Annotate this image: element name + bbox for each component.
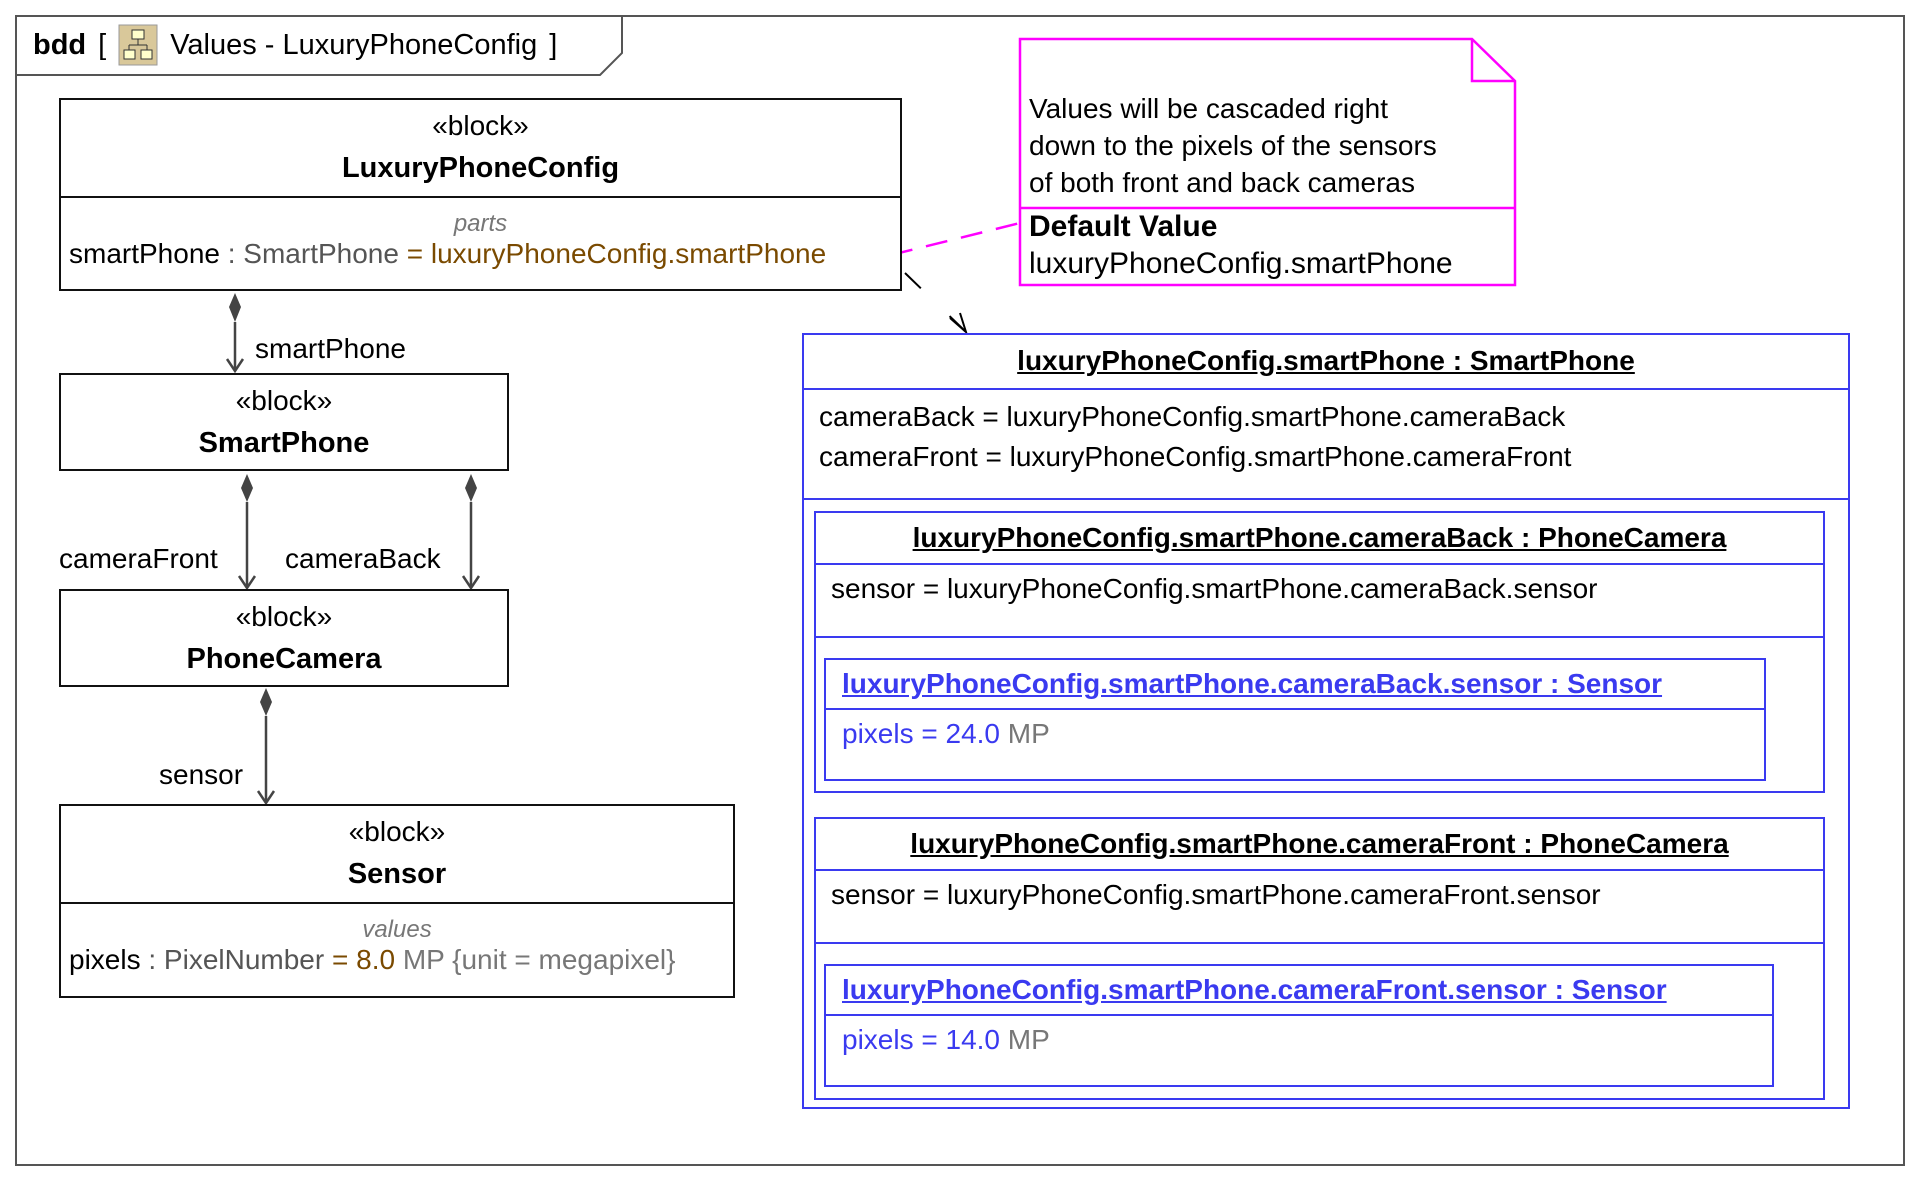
arrowhead [225,358,245,374]
instance-camerafront[interactable]: luxuryPhoneConfig.smartPhone.cameraFront… [814,817,1825,1100]
compartment-label: values [362,916,432,943]
divider [816,636,1823,638]
slot-pixels[interactable]: pixels = 14.0 MP [842,1024,1050,1055]
role-camerafront: cameraFront [59,543,218,574]
divider [826,1014,1772,1016]
note-border [1018,37,1517,287]
divider [61,196,900,198]
stereotype: «block» [432,110,529,141]
note-anchor [890,221,1021,257]
diagram-kind: bdd [33,28,87,61]
slot-sensor[interactable]: sensor = luxuryPhoneConfig.smartPhone.ca… [831,879,1601,910]
role-sensor: sensor [159,759,244,790]
stereotype: «block» [348,816,446,847]
note-fold [1470,39,1515,83]
slot-camerafront[interactable]: cameraFront = luxuryPhoneConfig.smartPho… [819,441,1572,472]
slot-pixels[interactable]: pixels = 24.0 MP [842,718,1050,749]
instance-title[interactable]: luxuryPhoneConfig.smartPhone.cameraFront… [842,974,1667,1005]
stereotype: «block» [235,601,333,632]
role-cameraback: cameraBack [285,543,441,574]
diamond-icon [465,474,477,502]
divider [804,388,1848,390]
instance-cameraback-sensor[interactable]: luxuryPhoneConfig.smartPhone.cameraBack.… [824,658,1766,781]
note-section-value: luxuryPhoneConfig.smartPhone [1029,247,1453,280]
divider [816,563,1823,565]
instance-cameraback[interactable]: luxuryPhoneConfig.smartPhone.cameraBack … [814,511,1825,793]
diagram-icon [118,24,158,66]
diagram-header: bdd [ Values - LuxuryPhoneConfig ] [15,15,557,75]
stereotype: «block» [235,385,333,416]
diagram-title: Values - LuxuryPhoneConfig [170,28,538,61]
note-text[interactable]: Values will be cascaded right down to th… [1029,93,1437,198]
block-sensor[interactable]: «block» Sensor values pixels : PixelNumb… [59,804,735,998]
block-luxuryphoneconfig[interactable]: «block» LuxuryPhoneConfig parts smartPho… [59,98,902,291]
divider [804,498,1848,500]
divider [61,902,733,904]
block-smartphone[interactable]: «block» SmartPhone [59,373,509,471]
frame-tab-border [15,15,623,76]
divider [816,942,1823,944]
note-section-title: Default Value [1029,210,1218,243]
instance-title: luxuryPhoneConfig.smartPhone : SmartPhon… [1017,345,1635,376]
block-name: LuxuryPhoneConfig [341,152,620,184]
instance-title: luxuryPhoneConfig.smartPhone.cameraBack … [912,522,1727,553]
slots: cameraBack = luxuryPhoneConfig.smartPhon… [819,397,1571,477]
value-property[interactable]: pixels : PixelNumber = 8.0 MP {unit = me… [69,944,676,975]
block-phonecamera[interactable]: «block» PhoneCamera [59,589,509,687]
diagram-frame [15,15,1905,1166]
instance-title[interactable]: luxuryPhoneConfig.smartPhone.cameraBack.… [842,668,1663,699]
slot-cameraback[interactable]: cameraBack = luxuryPhoneConfig.smartPhon… [819,401,1566,432]
instance-smartphone[interactable]: luxuryPhoneConfig.smartPhone : SmartPhon… [802,333,1850,1109]
divider [826,708,1764,710]
slot-sensor[interactable]: sensor = luxuryPhoneConfig.smartPhone.ca… [831,573,1598,604]
block-name: PhoneCamera [186,643,382,675]
instance-camerafront-sensor[interactable]: luxuryPhoneConfig.smartPhone.cameraFront… [824,964,1774,1087]
part-property[interactable]: smartPhone : SmartPhone = luxuryPhoneCon… [69,238,827,269]
divider [816,869,1823,871]
diamond-icon [229,293,241,322]
block-name: Sensor [347,858,447,890]
block-name: SmartPhone [198,427,370,459]
diamond-icon [260,688,272,716]
diamond-icon [241,474,253,502]
compartment-label: parts [453,210,508,237]
instance-title: luxuryPhoneConfig.smartPhone.cameraFront… [910,828,1729,859]
role-smartphone: smartPhone [255,333,406,364]
